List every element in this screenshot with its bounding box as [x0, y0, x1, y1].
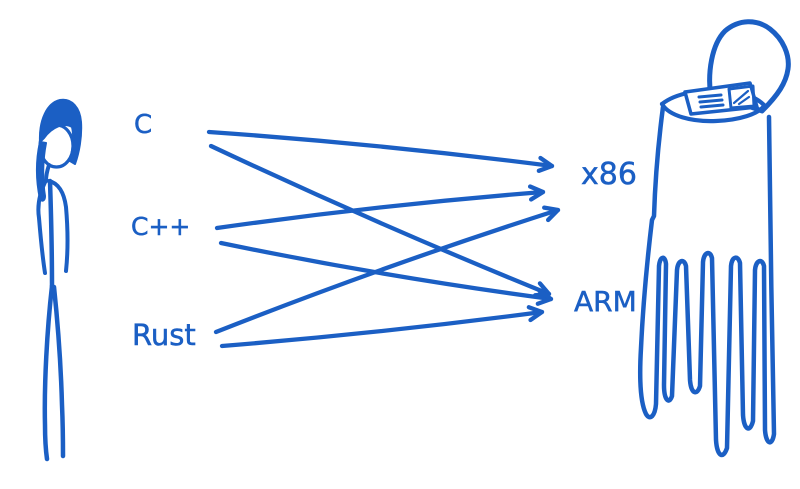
person-left-leg [42, 283, 55, 462]
arrowhead-c-to-arm [532, 281, 552, 298]
label-rust: Rust [132, 318, 196, 352]
person-left-arm [36, 178, 48, 275]
label-cpp: C++ [131, 212, 190, 241]
arrow-c-to-x86 [206, 129, 555, 169]
compilation-arrows [206, 129, 561, 349]
source-labels: C C++ Rust [131, 110, 196, 353]
arrow-rust-to-x86 [213, 207, 561, 335]
label-c: C [134, 110, 152, 140]
melting-trash-can [637, 19, 791, 458]
newspaper-photo-scribble [732, 89, 751, 106]
arrowhead-cpp-to-arm [535, 288, 554, 306]
trash-body-drips [637, 104, 777, 458]
person-figure [36, 98, 83, 462]
label-x86: x86 [581, 157, 637, 192]
trash-rim-front [659, 101, 767, 124]
arrow-rust-to-arm [219, 309, 545, 349]
arrowhead-c-to-x86 [536, 155, 555, 173]
person-right-leg [51, 284, 66, 459]
target-labels: x86 ARM [574, 157, 637, 319]
arrow-cpp-to-x86 [214, 189, 546, 231]
arrowhead-rust-to-arm [526, 305, 545, 323]
arrow-c-to-arm [208, 143, 552, 297]
newspaper-text-lines [697, 93, 725, 109]
newspaper-icon [683, 81, 759, 116]
arrowhead-rust-to-x86 [542, 205, 561, 223]
person-right-arm [47, 179, 70, 273]
person-hair [36, 98, 83, 202]
arrowhead-cpp-to-x86 [527, 184, 546, 202]
arrow-cpp-to-arm [218, 240, 554, 302]
newspaper-photo-box [727, 84, 756, 110]
label-arm: ARM [574, 285, 637, 318]
person-torso [47, 178, 55, 289]
